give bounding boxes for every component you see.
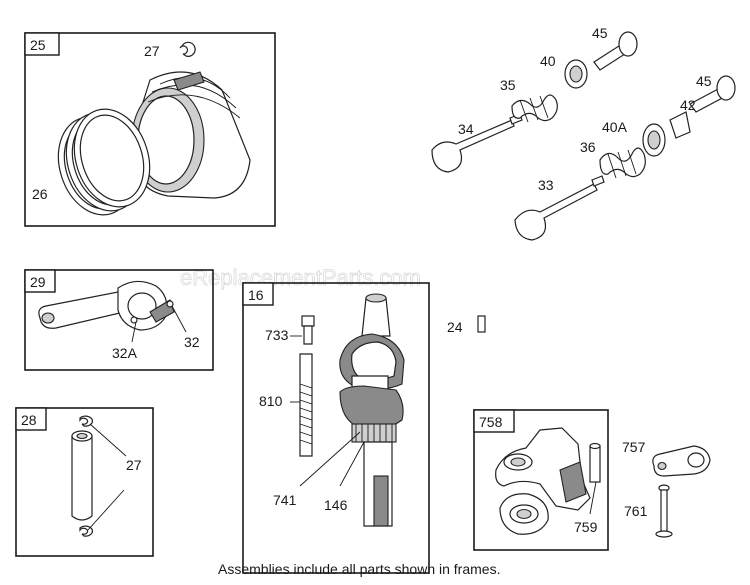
valve-34-part bbox=[431, 113, 523, 173]
leader-27-pin-top bbox=[89, 423, 127, 457]
piston-clip-part bbox=[179, 41, 196, 57]
label-759: 759 bbox=[574, 519, 598, 535]
kit-frame-tag bbox=[473, 409, 515, 433]
conrod-frame-border bbox=[24, 269, 214, 371]
label-42: 42 bbox=[680, 97, 696, 113]
crankshaft-frame-border bbox=[242, 282, 430, 574]
key-24-part: 24 bbox=[447, 315, 486, 335]
piston-assembly-frame: 25 27 26 bbox=[24, 32, 276, 227]
leader-759 bbox=[589, 481, 597, 515]
stud-810-part bbox=[299, 353, 313, 457]
conrod-frame-tag bbox=[24, 269, 56, 293]
pin-clip-top-part bbox=[79, 415, 94, 427]
bolt-761-part bbox=[655, 484, 673, 538]
piston-frame-tag bbox=[24, 32, 60, 56]
wrist-pin-part bbox=[71, 430, 93, 521]
label-733: 733 bbox=[265, 327, 289, 343]
kit-758-assembly-frame: 758 759 bbox=[473, 409, 609, 551]
kit-frame-border bbox=[473, 409, 609, 551]
crankshaft-part bbox=[339, 293, 405, 527]
conrod-assembly-frame: 29 32A 32 bbox=[24, 269, 214, 371]
leader-32 bbox=[171, 305, 187, 333]
label-27-piston: 27 bbox=[144, 43, 160, 59]
crankshaft-frame-tag bbox=[242, 282, 274, 306]
link-757-part bbox=[652, 445, 711, 477]
crankshaft-assembly-frame: 16 bbox=[242, 282, 430, 574]
label-757: 757 bbox=[622, 439, 646, 455]
label-34: 34 bbox=[458, 121, 474, 137]
piston-part bbox=[127, 71, 251, 199]
label-32a: 32A bbox=[112, 345, 138, 361]
kit-frame-number: 758 bbox=[479, 414, 503, 430]
conrod-part bbox=[38, 280, 175, 331]
assemblies-caption: Assemblies include all parts shown in fr… bbox=[218, 561, 500, 577]
label-761: 761 bbox=[624, 503, 648, 519]
leader-146 bbox=[339, 441, 365, 487]
wristpin-frame-tag bbox=[15, 407, 47, 431]
valve-33-part bbox=[514, 175, 605, 241]
label-810: 810 bbox=[259, 393, 283, 409]
crankshaft-frame-number: 16 bbox=[248, 287, 264, 303]
valve-train-group: 45 40 35 34 42 45 40A 36 33 bbox=[431, 25, 736, 241]
label-146: 146 bbox=[324, 497, 348, 513]
leader-32a bbox=[131, 321, 137, 343]
pin-759-part bbox=[589, 442, 601, 483]
label-35: 35 bbox=[500, 77, 516, 93]
watermark: eReplacementParts.com bbox=[180, 265, 421, 290]
spring-36-part bbox=[599, 147, 646, 179]
piston-frame-border bbox=[24, 32, 276, 227]
label-45-bottom: 45 bbox=[696, 73, 712, 89]
lifter-45-bottom-part bbox=[689, 75, 736, 113]
label-40: 40 bbox=[540, 53, 556, 69]
piston-frame-number: 25 bbox=[30, 37, 46, 53]
label-26: 26 bbox=[32, 186, 48, 202]
label-40a: 40A bbox=[602, 119, 628, 135]
label-32: 32 bbox=[184, 334, 200, 350]
retainer-40-part bbox=[564, 59, 588, 89]
wristpin-frame-number: 28 bbox=[21, 412, 37, 428]
label-741: 741 bbox=[273, 492, 297, 508]
wristpin-frame-border bbox=[15, 407, 154, 557]
wristpin-assembly-frame: 28 27 bbox=[15, 407, 154, 557]
leader-27-pin-bottom bbox=[87, 489, 125, 531]
label-24: 24 bbox=[447, 319, 463, 335]
conrod-frame-number: 29 bbox=[30, 274, 46, 290]
bracket-part bbox=[495, 427, 591, 535]
bolt-733-part bbox=[301, 315, 315, 345]
keeper-42-part bbox=[669, 111, 691, 139]
lifter-45-top-part bbox=[593, 31, 638, 71]
label-33: 33 bbox=[538, 177, 554, 193]
label-45-top: 45 bbox=[592, 25, 608, 41]
label-27-pin: 27 bbox=[126, 457, 142, 473]
leader-741 bbox=[299, 431, 361, 487]
piston-rings-part bbox=[57, 108, 151, 216]
retainer-40a-part bbox=[642, 123, 666, 157]
spring-35-part bbox=[511, 94, 558, 123]
label-36: 36 bbox=[580, 139, 596, 155]
